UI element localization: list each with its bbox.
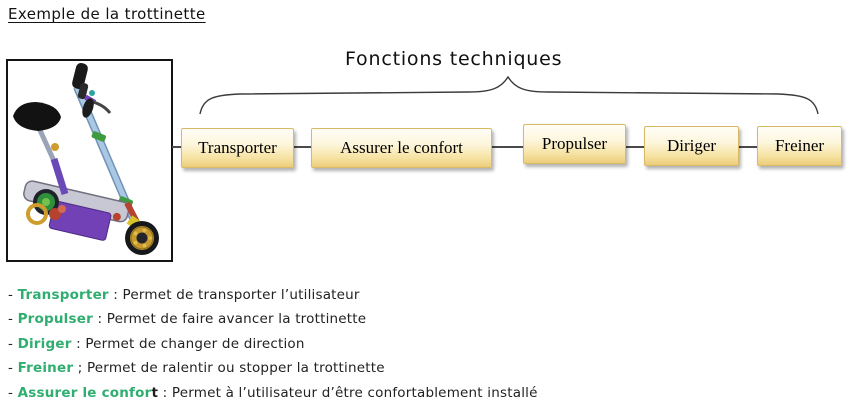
definition-item: - Freiner ; Permet de ralentir ou stoppe… [8, 356, 538, 380]
definition-description: Permet de changer de direction [85, 335, 305, 352]
diagram-heading: Fonctions techniques [345, 48, 563, 70]
definition-separator: ; [73, 360, 87, 377]
function-box-label: Propulser [541, 134, 608, 153]
definition-dash: - [8, 311, 18, 328]
function-box-label: Diriger [666, 136, 717, 155]
definition-separator: : [92, 311, 107, 328]
function-box-assurer-le-confort: Assurer le confort [311, 128, 492, 168]
definition-dash: - [8, 287, 18, 303]
definition-description: Permet de faire avancer la trottinette [106, 311, 367, 328]
definition-dash: - [8, 335, 18, 352]
definition-item: - Transporter : Permet de transporter l’… [8, 283, 538, 307]
definition-separator: : [158, 384, 172, 401]
definition-dash: - [8, 360, 18, 377]
definition-description: Permet de ralentir ou stopper la trottin… [86, 360, 385, 377]
definition-keyword: Transporter [17, 287, 109, 303]
definition-item: - Propulser : Permet de faire avancer la… [8, 307, 538, 331]
function-box-freiner: Freiner [757, 126, 842, 166]
definition-separator: : [108, 287, 123, 303]
definition-item: - Diriger : Permet de changer de directi… [8, 332, 538, 356]
definition-keyword: Freiner [17, 360, 74, 377]
definition-dash: - [8, 384, 18, 401]
definition-description: Permet à l’utilisateur d’être confortabl… [171, 384, 538, 401]
definition-keyword: Diriger [17, 335, 72, 352]
function-box-propulser: Propulser [523, 124, 626, 164]
definition-keyword: Assurer le confor [17, 384, 152, 401]
definition-separator: : [71, 335, 86, 352]
definition-description: Permet de transporter l’utilisateur [122, 287, 360, 303]
function-box-label: Transporter [198, 138, 277, 157]
function-box-diriger: Diriger [644, 126, 739, 166]
function-box-label: Freiner [774, 136, 825, 155]
function-box-label: Assurer le confort [340, 138, 463, 157]
definition-item: - Assurer le confort : Permet à l’utilis… [8, 381, 538, 405]
brace-decoration [199, 75, 819, 115]
definition-keyword: Propulser [17, 311, 93, 328]
function-box-transporter: Transporter [181, 128, 294, 168]
scooter-illustration [13, 62, 159, 255]
definitions-list: - Transporter : Permet de transporter l’… [8, 283, 538, 405]
page-title: Exemple de la trottinette [8, 5, 206, 23]
scooter-image [6, 59, 173, 262]
definition-keyword-suffix: t [151, 384, 159, 401]
